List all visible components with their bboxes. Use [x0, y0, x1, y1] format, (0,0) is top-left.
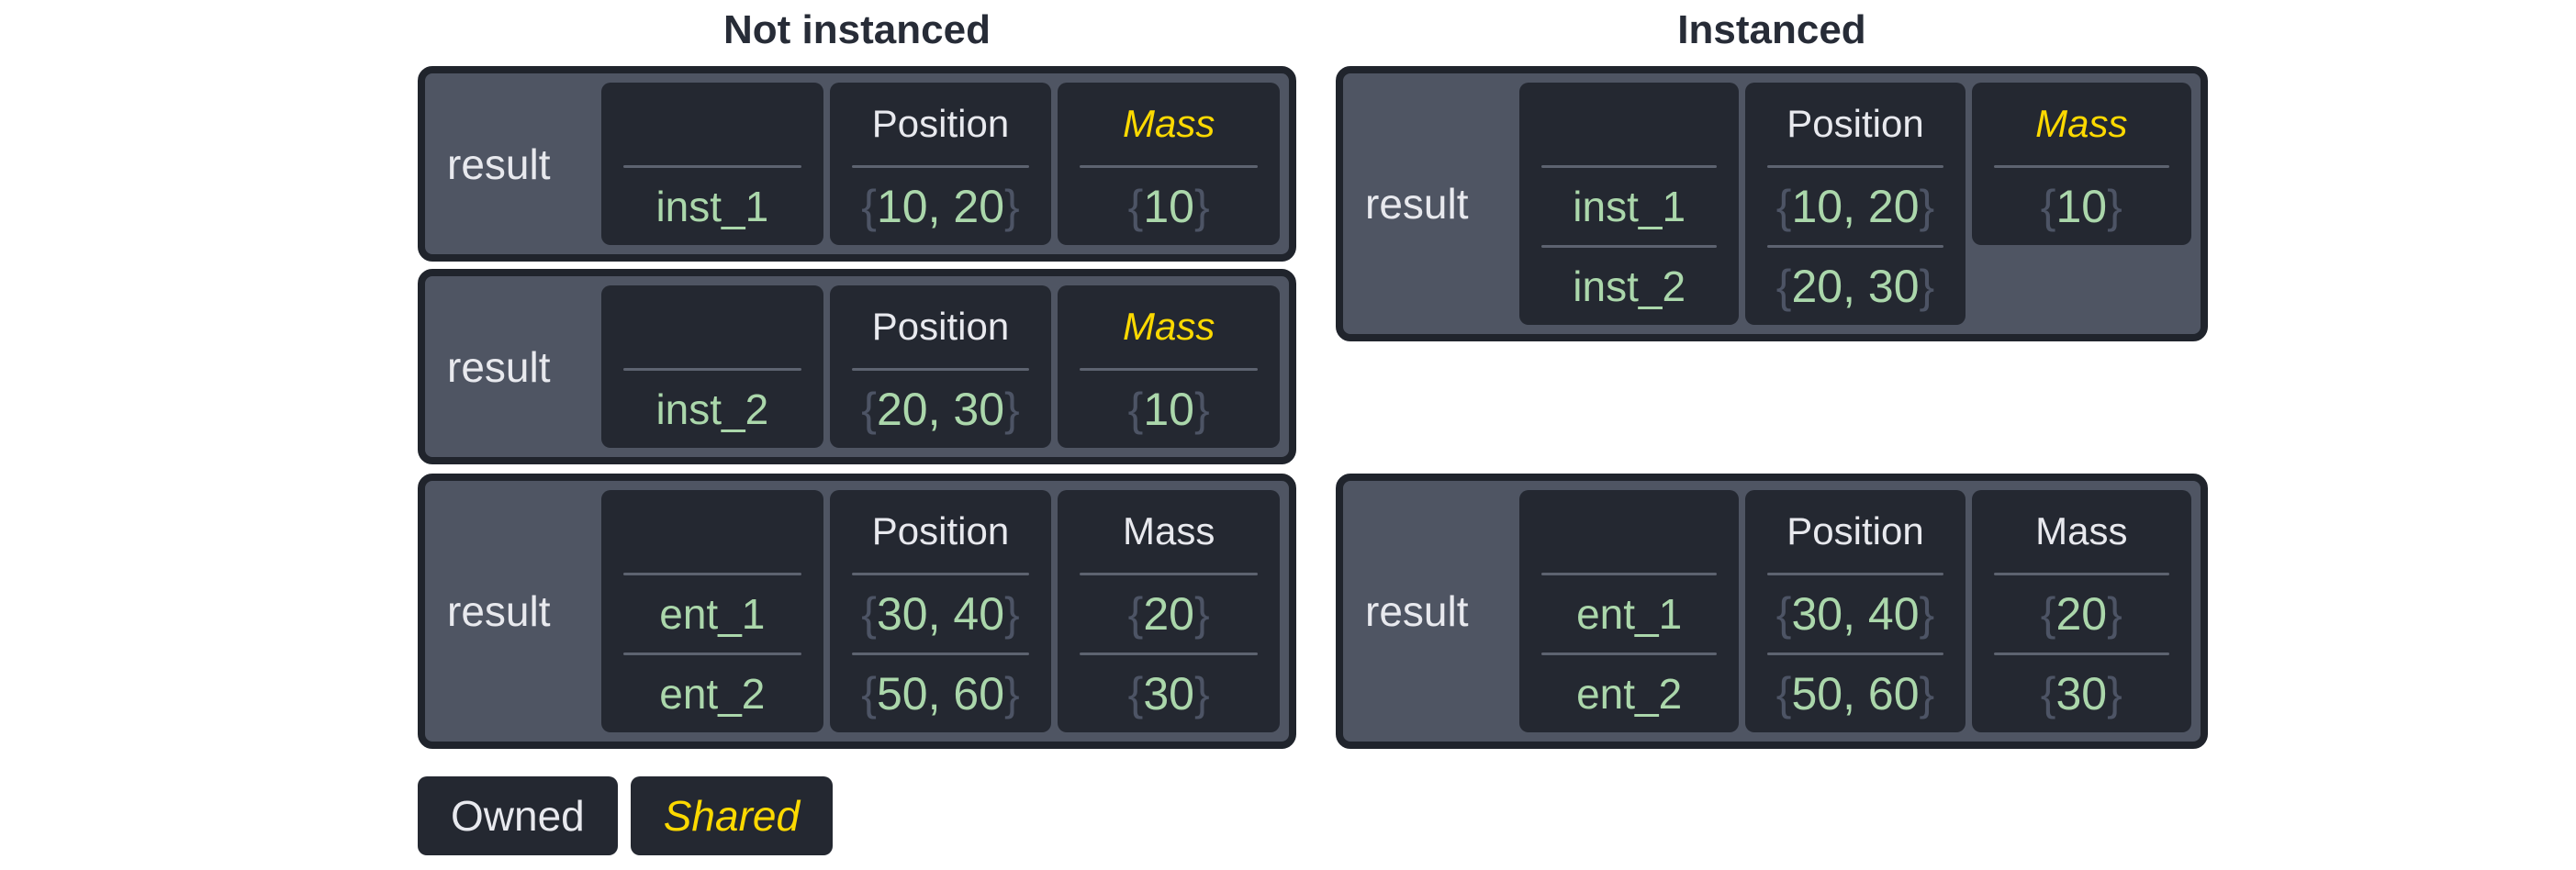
entity-name: ent_2: [1576, 670, 1683, 718]
component-value: {30, 40}: [861, 588, 1020, 640]
component-column-mass-shared: Mass {10}: [1971, 83, 2191, 245]
component-column-position: Position {10, 20}: [829, 83, 1052, 245]
component-column-position: Position {30, 40} {50, 60}: [829, 490, 1052, 732]
row-divider: [1541, 245, 1718, 248]
cell-divider: [1541, 165, 1718, 168]
entity-name: ent_2: [659, 670, 766, 718]
component-column-mass: Mass {10}: [1058, 285, 1281, 448]
result-label: result: [1365, 587, 1469, 635]
row-divider: [1767, 245, 1943, 248]
row-divider: [1080, 652, 1259, 655]
component-value: {20, 30}: [1775, 261, 1935, 312]
cell-group: inst_2 Position {20, 30} Mass {10}: [601, 285, 1281, 448]
component-header: Position: [871, 305, 1010, 348]
component-header: Mass: [2035, 509, 2128, 552]
legend-owned-chip: Owned: [418, 776, 618, 855]
component-slot: Mass {10}: [1971, 83, 2191, 325]
cell-group: inst_1 Position {10, 20} Mass {10}: [601, 83, 1281, 245]
component-value: {20}: [1127, 588, 1210, 640]
component-value: {10}: [1127, 181, 1210, 232]
cell-divider: [1993, 573, 2169, 575]
legend-shared-chip: Shared: [630, 776, 834, 855]
cell-divider: [851, 368, 1030, 371]
component-value: {30}: [2040, 668, 2122, 719]
result-box: result ent_1 ent_2 Position {30, 40} {50…: [1336, 474, 2208, 749]
component-column-position: Position {10, 20} {20, 30}: [1745, 83, 1966, 325]
result-label: result: [447, 587, 551, 635]
cell-divider: [1080, 573, 1259, 575]
entity-header-empty: [601, 285, 823, 368]
component-header-shared: Mass: [1123, 102, 1215, 145]
row-divider: [623, 652, 801, 655]
entity-column: inst_1: [601, 83, 823, 245]
component-header: Position: [1786, 102, 1924, 145]
entity-name: ent_1: [1576, 590, 1683, 638]
component-column-mass: Mass {20} {30}: [1058, 490, 1281, 732]
entity-name: inst_1: [1573, 183, 1686, 230]
cell-divider: [623, 573, 801, 575]
entity-name: inst_1: [655, 183, 769, 230]
result-box: result inst_2 Position {20, 30} Mass {10…: [418, 269, 1296, 464]
result-label: result: [447, 342, 551, 391]
row-divider: [1541, 652, 1718, 655]
cell-divider: [1080, 368, 1259, 371]
component-header: Position: [871, 102, 1010, 145]
section-title: Not instanced: [723, 7, 991, 52]
cell-group: ent_1 ent_2 Position {30, 40} {50, 60} M…: [601, 490, 1281, 732]
component-value: {20}: [2040, 588, 2122, 640]
component-header-shared: Mass: [1123, 305, 1215, 348]
component-header: Position: [871, 509, 1010, 552]
entity-name: inst_2: [655, 385, 769, 433]
component-column-mass: Mass {20} {30}: [1971, 490, 2191, 732]
component-header: Position: [1786, 509, 1924, 552]
result-label: result: [447, 139, 551, 188]
row-divider: [1767, 652, 1943, 655]
entity-column: ent_1 ent_2: [1519, 490, 1740, 732]
cell-divider: [1541, 573, 1718, 575]
entity-header-empty: [601, 83, 823, 165]
component-value: {10, 20}: [1775, 181, 1935, 232]
entity-column: ent_1 ent_2: [601, 490, 823, 732]
entity-column: inst_1 inst_2: [1519, 83, 1740, 325]
entity-header-empty: [601, 490, 823, 573]
component-column-position: Position {30, 40} {50, 60}: [1745, 490, 1966, 732]
component-value: {10, 20}: [861, 181, 1020, 232]
cell-divider: [1767, 165, 1943, 168]
entity-header-empty: [1519, 83, 1739, 165]
row-divider: [851, 652, 1030, 655]
component-value: {30, 40}: [1775, 588, 1935, 640]
legend: Owned Shared: [418, 776, 834, 855]
component-header: Mass: [1123, 509, 1215, 552]
cell-group: ent_1 ent_2 Position {30, 40} {50, 60} M…: [1519, 490, 2191, 732]
cell-divider: [623, 165, 801, 168]
result-box: result ent_1 ent_2 Position {30, 40} {50…: [418, 474, 1296, 749]
component-header-shared: Mass: [2035, 102, 2128, 145]
result-label: result: [1365, 180, 1469, 228]
component-value: {50, 60}: [861, 668, 1020, 719]
cell-group: inst_1 inst_2 Position {10, 20} {20, 30}…: [1519, 83, 2191, 325]
component-value: {10}: [2040, 181, 2122, 232]
component-column-mass: Mass {10}: [1058, 83, 1281, 245]
row-divider: [1993, 652, 2169, 655]
component-value: {10}: [1127, 384, 1210, 435]
component-value: {50, 60}: [1775, 668, 1935, 719]
cell-divider: [1993, 165, 2169, 168]
entity-column: inst_2: [601, 285, 823, 448]
component-value: {20, 30}: [861, 384, 1020, 435]
component-value: {30}: [1127, 668, 1210, 719]
cell-divider: [623, 368, 801, 371]
cell-divider: [1080, 165, 1259, 168]
entity-header-empty: [1519, 490, 1739, 573]
entity-name: inst_2: [1573, 262, 1686, 310]
section-title: Instanced: [1677, 7, 1866, 52]
cell-divider: [851, 573, 1030, 575]
result-box: result inst_1 Position {10, 20} Mass {10…: [418, 66, 1296, 262]
cell-divider: [851, 165, 1030, 168]
result-box: result inst_1 inst_2 Position {10, 20} {…: [1336, 66, 2208, 341]
entity-name: ent_1: [659, 590, 766, 638]
cell-divider: [1767, 573, 1943, 575]
component-column-position: Position {20, 30}: [829, 285, 1052, 448]
